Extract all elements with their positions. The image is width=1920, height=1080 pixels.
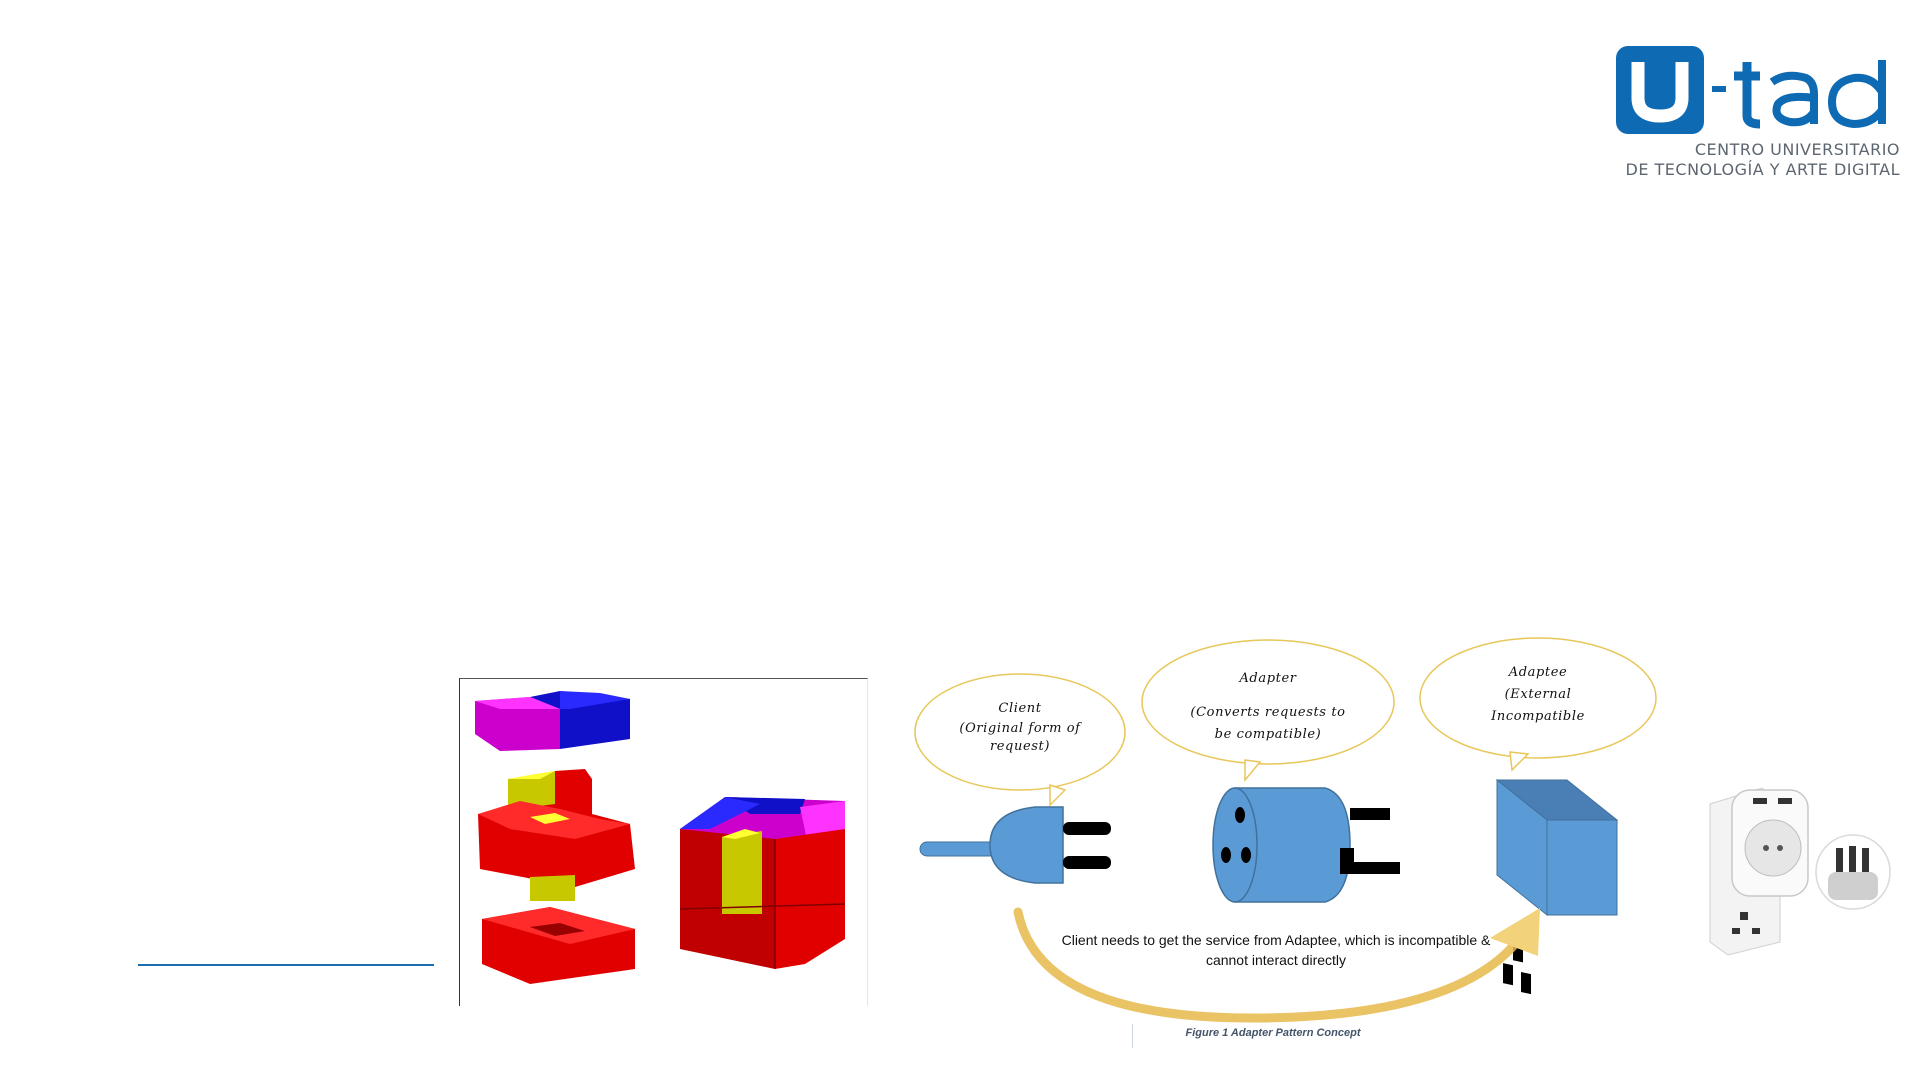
decorative-line	[138, 964, 434, 966]
puzzle-piece-middle	[478, 769, 635, 901]
figure-caption: Figure 1 Adapter Pattern Concept	[1132, 1024, 1413, 1048]
adapter-pattern-diagram	[914, 637, 1891, 1023]
puzzle-piece-bottom	[482, 907, 635, 984]
assembled-cube	[679, 797, 846, 969]
client-line3: request)	[989, 739, 1051, 754]
logo-tagline-line1: CENTRO UNIVERSITARIO	[1694, 140, 1900, 159]
diagram-caption-line1: Client needs to get the service from Ada…	[1061, 932, 1491, 948]
diagram-caption: Client needs to get the service from Ada…	[1036, 930, 1516, 970]
curved-arrow	[1013, 907, 1540, 1023]
client-speech-bubble	[914, 673, 1126, 807]
adapter-bubble-text: Adapter (Converts requests to be compati…	[1163, 668, 1373, 746]
client-title: Client	[998, 701, 1042, 716]
puzzle-piece-top	[475, 691, 630, 751]
adaptee-line2: (External	[1504, 687, 1572, 702]
client-plug-icon	[919, 806, 1111, 884]
puzzle-cube-image	[459, 678, 868, 1006]
adapter-speech-bubble	[1141, 639, 1395, 783]
client-bubble-text: Client (Original form of request)	[930, 698, 1110, 756]
puzzle-cube-illustration	[475, 691, 846, 984]
adaptee-speech-bubble	[1419, 637, 1657, 772]
adapter-line3: be compatible)	[1214, 727, 1322, 742]
client-line2: (Original form of	[959, 721, 1081, 736]
logo-tagline-line2: DE TECNOLOGÍA Y ARTE DIGITAL	[1625, 160, 1900, 179]
adaptee-socket-cube-icon	[1495, 778, 1619, 995]
u-tad-logo-mark	[1616, 46, 1886, 134]
adaptee-line3: Incompatible	[1491, 709, 1585, 724]
adaptee-title: Adaptee	[1508, 665, 1568, 680]
adapter-title: Adapter	[1239, 671, 1297, 686]
u-tad-logo: CENTRO UNIVERSITARIO DE TECNOLOGÍA Y ART…	[1610, 40, 1910, 190]
adapter-line2: (Converts requests to	[1190, 705, 1346, 720]
adapter-cylinder-icon	[1212, 787, 1400, 903]
wall-socket-adapter-photo	[1709, 787, 1891, 956]
adaptee-bubble-text: Adaptee (External Incompatible	[1438, 662, 1638, 728]
diagram-caption-line2: cannot interact directly	[1205, 952, 1347, 968]
